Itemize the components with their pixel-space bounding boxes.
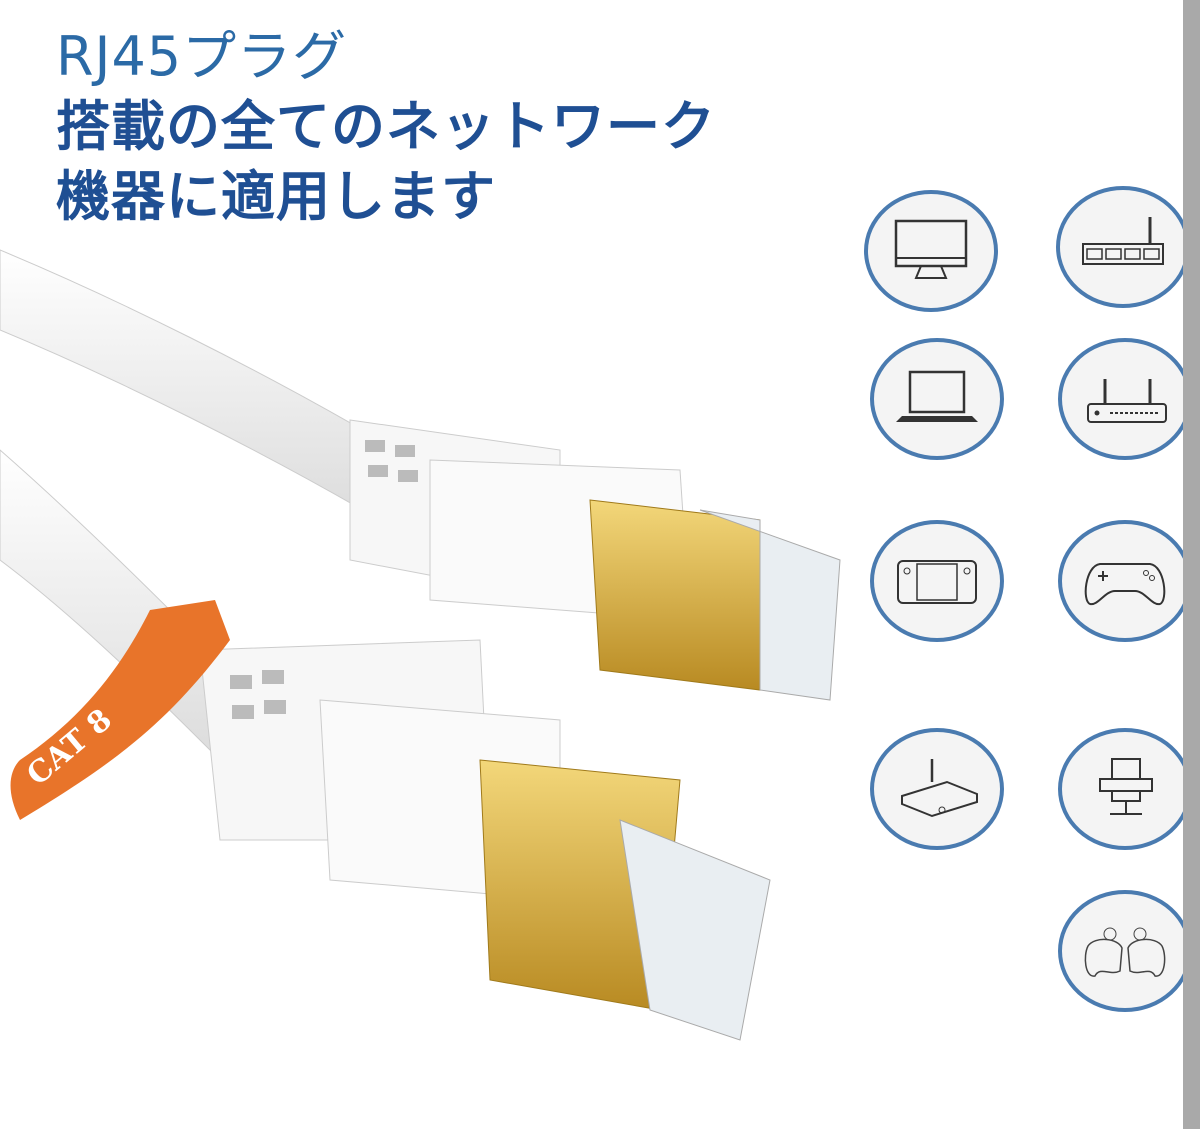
headline-line-1: RJ45プラグ [56, 25, 348, 88]
dual-controllers-icon [1058, 890, 1192, 1012]
upper-cable [0, 249, 381, 521]
ethernet-cable-illustration [0, 249, 841, 1041]
upper-clear-tip [699, 509, 841, 701]
printer-icon [1058, 728, 1192, 850]
scrollbar[interactable] [1183, 0, 1200, 1129]
headline: RJ45プラグ 搭載の全てのネットワーク 機器に適用します [56, 22, 716, 232]
headline-line-2: 搭載の全てのネットワーク [56, 95, 716, 158]
desktop-monitor-icon [864, 190, 998, 312]
lower-clear-tip [619, 819, 771, 1041]
cat8-tag [10, 600, 230, 820]
gamepad-icon [1058, 520, 1192, 642]
set-top-box-icon [870, 728, 1004, 850]
handheld-console-icon [870, 520, 1004, 642]
wifi-router-icon [1058, 338, 1192, 460]
upper-gold-shield [589, 499, 761, 691]
laptop-icon [870, 338, 1004, 460]
headline-line-3: 機器に適用します [56, 165, 496, 228]
network-switch-icon [1056, 186, 1190, 308]
